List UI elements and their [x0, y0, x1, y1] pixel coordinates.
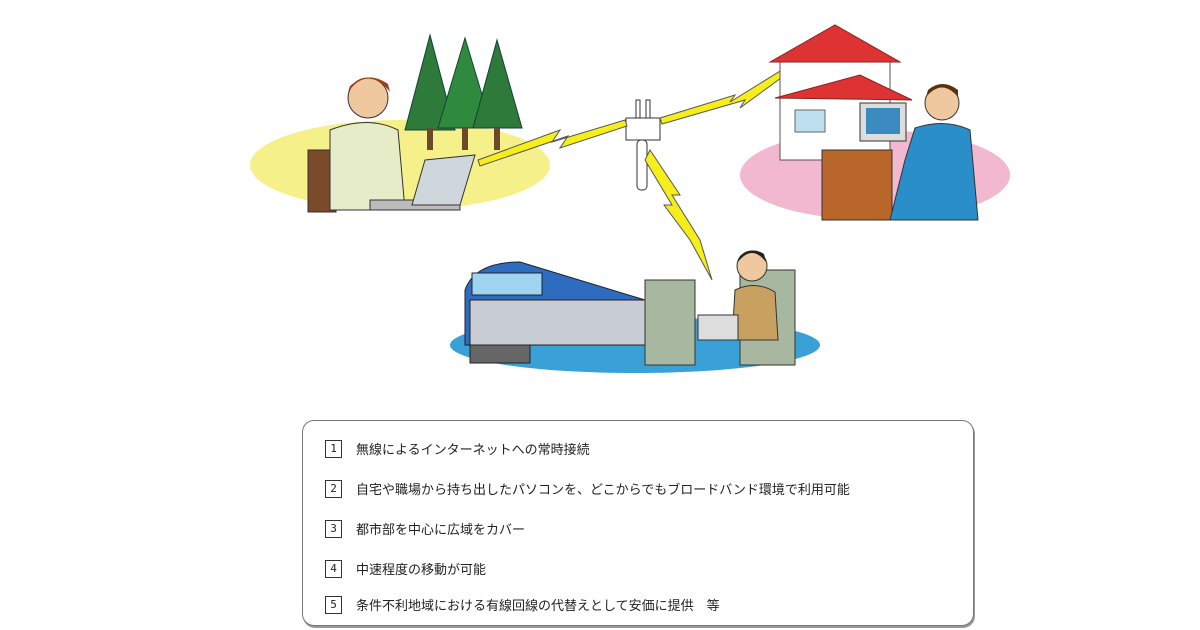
- laptop-train-icon: [697, 314, 739, 341]
- feature-text: 自宅や職場から持ち出したパソコンを、どこからでもブロードバンド環境で利用可能: [356, 483, 850, 498]
- feature-number: 2: [325, 479, 342, 498]
- feature-item: 3 都市部を中心に広域をカバー: [325, 519, 525, 538]
- trees-icon: [404, 33, 523, 150]
- train-icon: [464, 261, 646, 364]
- features-list: 1 無線によるインターネットへの常時接続 2 自宅や職場から持ち出したパソコンを…: [302, 420, 974, 626]
- park-scene: [250, 33, 550, 213]
- home-scene: [740, 24, 1010, 221]
- train-scene: [450, 250, 820, 373]
- feature-number: 5: [325, 595, 342, 614]
- person-train-icon: [731, 250, 779, 341]
- antenna-icon: [625, 99, 661, 191]
- feature-item: 5 条件不利地域における有線回線の代替えとして安価に提供 等: [325, 595, 720, 614]
- feature-item: 2 自宅や職場から持ち出したパソコンを、どこからでもブロードバンド環境で利用可能: [325, 479, 850, 498]
- person-home-icon: [889, 84, 979, 221]
- desk-icon: [821, 149, 893, 221]
- train-seat-icon: [644, 279, 696, 366]
- feature-text: 中速程度の移動が可能: [356, 563, 487, 578]
- signal-bolts: [477, 64, 793, 281]
- feature-text: 無線によるインターネットへの常時接続: [356, 443, 590, 458]
- feature-text: 条件不利地域における有線回線の代替えとして安価に提供 等: [356, 599, 720, 614]
- feature-number: 1: [325, 439, 342, 458]
- feature-number: 4: [325, 559, 342, 578]
- house-icon: [768, 24, 913, 161]
- feature-text: 都市部を中心に広域をカバー: [356, 523, 526, 538]
- wireless-illustration: [250, 24, 1010, 373]
- feature-number: 3: [325, 519, 342, 538]
- laptop-icon: [411, 154, 476, 206]
- feature-item: 1 無線によるインターネットへの常時接続: [325, 439, 590, 458]
- feature-item: 4 中速程度の移動が可能: [325, 559, 486, 578]
